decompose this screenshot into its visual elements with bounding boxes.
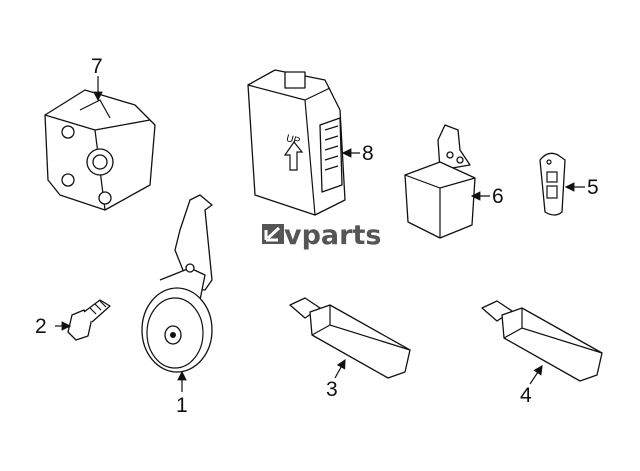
callout-8: 8 [362, 142, 374, 165]
callout-5: 5 [587, 176, 599, 199]
callout-3: 3 [326, 378, 338, 401]
part-1-horn [141, 194, 213, 373]
logo-text: vparts [284, 220, 381, 251]
part-2-bolt [67, 299, 111, 341]
part-6-relay [404, 124, 476, 239]
part-7-actuator [44, 89, 156, 211]
callout-7: 7 [91, 55, 103, 78]
vparts-logo: vparts [262, 220, 381, 251]
callout-2: 2 [35, 315, 47, 338]
module-up-marking: UP [285, 133, 302, 147]
callout-arrow-4 [529, 365, 543, 385]
part-3-antenna [289, 297, 411, 379]
part-4-antenna [481, 300, 603, 382]
part-5-key-fob [539, 152, 566, 216]
callout-6: 6 [492, 185, 504, 208]
callout-1: 1 [176, 394, 188, 417]
callout-arrow-3 [334, 358, 346, 379]
callout-4: 4 [520, 384, 532, 407]
part-8-control-module: UP [247, 69, 346, 216]
